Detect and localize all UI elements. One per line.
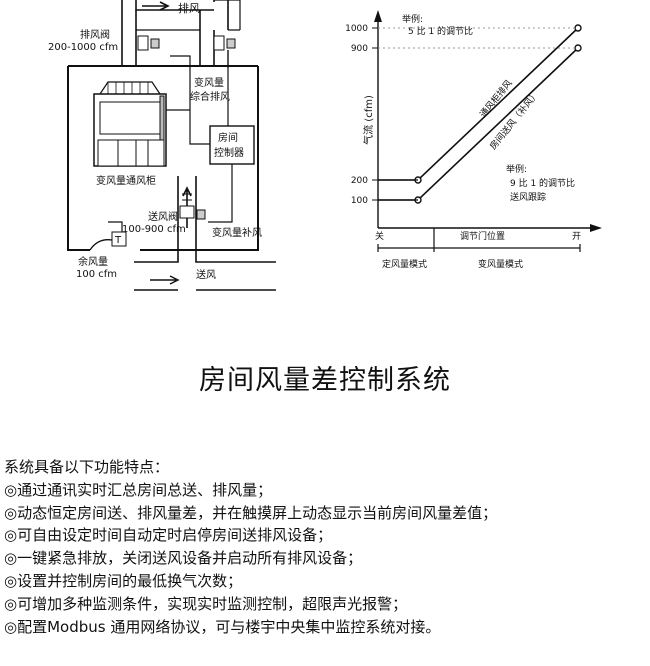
feature-item: ◎配置Modbus 通用网络协议，可与楼宇中央集中监控系统对接。 (4, 617, 441, 636)
example2-line2: 9 比 1 的调节比 (510, 177, 575, 189)
vav-general-label-2: 综合排风 (190, 90, 230, 103)
door-arc (89, 239, 113, 251)
y-tick-label: 1000 (345, 24, 368, 34)
controller-label-2: 控制器 (214, 146, 244, 159)
example2-line3: 送风跟踪 (510, 191, 546, 203)
exhaust-arrow-icon (142, 1, 170, 11)
x-axis-label: 调节门位置 (460, 230, 505, 242)
flow-chart: 气流 (cfm) 1000 900 200 100 举例: 5 比 1 的调节比 举例… (345, 10, 602, 270)
exhaust-valve-icon (137, 35, 149, 51)
feature-item: ◎通过通讯实时汇总房间总送、排风量； (4, 480, 273, 499)
x-axis-arrow-icon (590, 224, 602, 232)
supply-valve-icon (179, 205, 195, 219)
x-end-label: 开 (572, 231, 581, 242)
example1-line2: 5 比 1 的调节比 (408, 25, 473, 37)
supply-valve-label: 送风阀 (148, 210, 178, 223)
supply-range: 100-900 cfm (122, 224, 186, 235)
thermostat-label: T (114, 235, 122, 246)
residual-label: 余风量 (78, 255, 108, 268)
feature-item: ◎可自由设定时间自动定时启停房间送排风设备； (4, 526, 333, 545)
supply-label: 送风 (196, 268, 216, 281)
page-title: 房间风量差控制系统 (199, 365, 451, 396)
y-tick-label: 200 (351, 176, 368, 186)
vav-general-label-1: 变风量 (194, 76, 224, 89)
system-diagram: 排风 排风阀 200-1000 cfm 变风量 综合排风 变风量通风柜 房间 控… (48, 0, 276, 291)
feature-item: ◎一键紧急排放，关闭送风设备并启动所有排风设备； (4, 549, 363, 568)
y-tick-label: 900 (351, 44, 368, 54)
y-ticks: 1000 900 200 100 (345, 24, 378, 206)
features-heading: 系统具备以下功能特点： (4, 458, 170, 476)
y-axis-label: 气流 (cfm) (362, 95, 375, 145)
x-start-label: 关 (375, 230, 384, 242)
exhaust-valve-label: 排风阀 (80, 28, 110, 41)
supply-duct (134, 176, 276, 291)
features-list: 系统具备以下功能特点： ◎通过通讯实时汇总房间总送、排风量； ◎动态恒定房间送、… (4, 456, 650, 638)
room-outline (67, 65, 259, 251)
vav-makeup-label: 变风量补风 (212, 226, 262, 239)
controller-label-1: 房间 (218, 131, 238, 144)
feature-item: ◎设置并控制房间的最低换气次数； (4, 571, 243, 590)
y-tick-label: 100 (351, 196, 368, 206)
mode-bar (377, 228, 581, 252)
mode-constant: 定风量模式 (382, 258, 427, 270)
example2-line1: 举例: (506, 163, 527, 175)
series-line-0 (378, 27, 579, 181)
room-controller (209, 125, 255, 165)
feature-item: ◎可增加多种监测条件，实现实时监测控制，超限声光报警； (4, 594, 408, 613)
y-axis-arrow-icon (374, 10, 382, 22)
thermostat-icon (111, 231, 127, 247)
exhaust-range: 200-1000 cfm (48, 42, 118, 53)
feature-item: ◎动态恒定房间送、排风量差，并在触摸屏上动态显示当前房间风量差值； (4, 503, 498, 522)
exhaust-label: 排风 (178, 1, 200, 15)
control-wires (108, 55, 233, 240)
vav-valve-icon (213, 35, 225, 51)
example1-line1: 举例: (402, 13, 423, 25)
fume-hood-label: 变风量通风柜 (96, 174, 156, 187)
mode-variable: 变风量模式 (478, 258, 523, 270)
residual-value: 100 cfm (76, 269, 117, 280)
chart-lines (378, 24, 582, 204)
